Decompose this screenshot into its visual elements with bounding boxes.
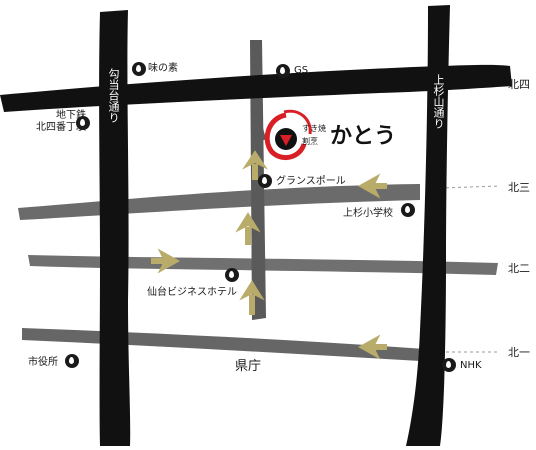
arrow-left-kita3 <box>357 173 387 199</box>
road-kita4 <box>0 64 512 112</box>
road-uesugiyama <box>406 5 450 446</box>
place-gs: GS <box>294 65 309 76</box>
road-koutoudai <box>99 10 131 446</box>
logo-sub-line2: 割烹 <box>302 137 318 146</box>
street-label-uesugiyama: 上杉山通り <box>432 74 445 129</box>
edge-label-kita4: 北四 <box>508 78 530 91</box>
arrow-right-kita2 <box>151 248 181 274</box>
arrow-left-kita1 <box>357 334 387 360</box>
place-grand-pole: グランスポール <box>276 176 346 187</box>
pin-icon <box>276 64 290 78</box>
place-subway-station: 地下鉄 北四番丁駅 <box>36 110 86 133</box>
edge-label-kita3: 北三 <box>508 181 530 194</box>
arrow-up-3 <box>239 280 265 315</box>
edge-label-kita1: 北一 <box>508 346 530 359</box>
pin-icon <box>401 203 415 217</box>
place-uesugi-school: 上杉小学校 <box>343 208 393 219</box>
dashed-line-kita3 <box>439 185 501 189</box>
pin-icon <box>132 62 146 76</box>
pin-icon <box>258 174 272 188</box>
pin-icon <box>225 268 239 282</box>
street-label-koutoudai: 勾当台通り <box>107 68 120 123</box>
logo-sub-line1: すき焼 <box>302 124 326 133</box>
arrow-up-2 <box>235 212 261 245</box>
road-center-stub <box>252 99 267 141</box>
place-ajinomoto: 味の素 <box>148 63 178 74</box>
restaurant-logo-mark <box>264 109 312 161</box>
pin-icon <box>76 116 90 130</box>
pin-icon <box>65 354 79 368</box>
place-nhk: NHK <box>460 360 482 371</box>
edge-label-kita2: 北二 <box>508 262 530 275</box>
place-shiyakusho: 市役所 <box>28 357 58 368</box>
place-kenchou: 県庁 <box>235 359 262 374</box>
place-sendai-business-hotel: 仙台ビジネスホテル <box>147 287 237 298</box>
logo-brand: かとう <box>330 123 397 149</box>
arrow-up-1 <box>242 150 268 180</box>
pin-icon <box>442 358 456 372</box>
